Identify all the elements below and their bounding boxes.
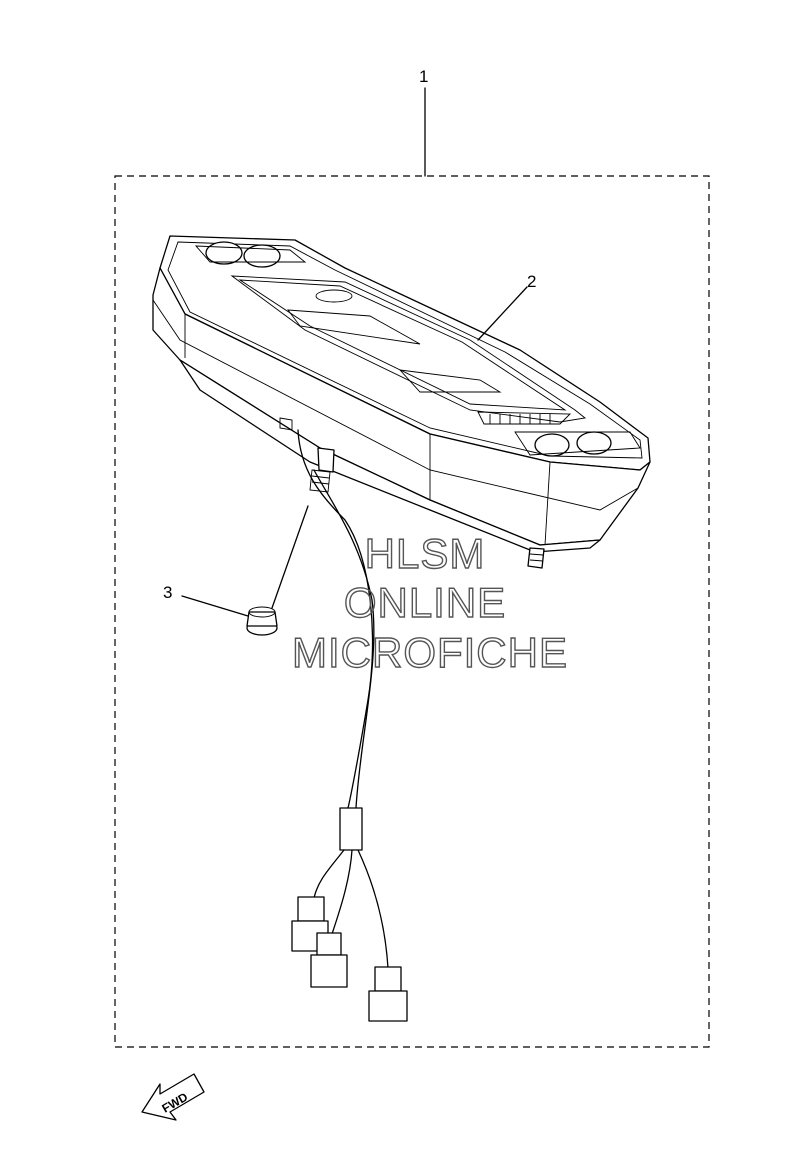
wire-harness — [297, 429, 389, 969]
callout-2-leader — [477, 286, 528, 341]
nut-guide-line — [271, 505, 309, 609]
flange-nut-icon — [246, 606, 278, 636]
watermark-line-1: HLSM — [365, 530, 486, 577]
watermark-line-2: ONLINE — [344, 579, 506, 626]
callout-3-leader — [181, 595, 249, 617]
callout-1-label: 1 — [419, 67, 428, 86]
fwd-arrow-icon: FWD — [141, 1073, 205, 1121]
wire-connector-icon — [291, 896, 408, 1022]
callout-2-label: 2 — [527, 272, 536, 291]
callout-3-label: 3 — [163, 583, 172, 602]
watermark-line-3: MICROFICHE — [292, 629, 568, 676]
meter-assembly-icon — [152, 235, 651, 569]
